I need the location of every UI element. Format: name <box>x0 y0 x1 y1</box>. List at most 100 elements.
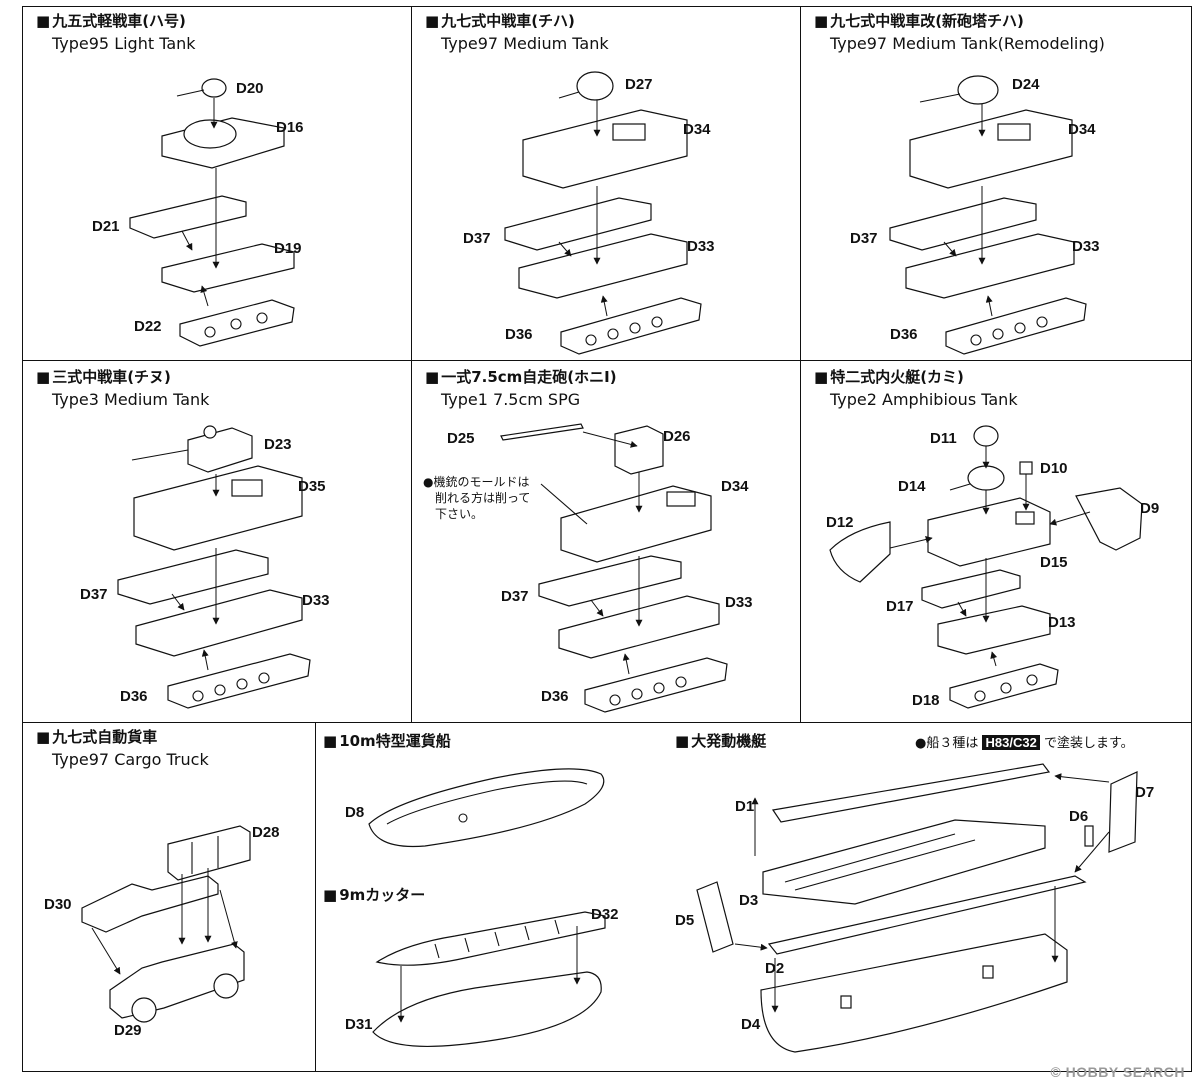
hull-lower-part <box>937 605 1051 655</box>
panel-title-jp: 九七式中戦車(チハ) <box>425 12 609 30</box>
panel-type97-medium-tank: 九七式中戦車(チハ) Type97 Medium Tank D27 D34 D3… <box>411 6 800 360</box>
deck-part <box>762 819 1046 905</box>
panel-type95-light-tank: 九五式軽戦車(ハ号) Type95 Light Tank D20 D16 D21… <box>22 6 411 360</box>
hull-upper-part <box>133 465 303 551</box>
gun-shield-part <box>614 425 664 475</box>
panel-title-jp: 三式中戦車(チヌ) <box>36 368 209 386</box>
track-part <box>949 663 1059 709</box>
part-label: D27 <box>625 76 653 93</box>
panel-type97-cargo-truck: 九七式自動貨車 Type97 Cargo Truck D28 D30 D29 <box>22 722 316 1072</box>
track-part <box>179 299 295 347</box>
part-label: D20 <box>236 80 264 97</box>
hull-upper-part <box>927 497 1051 567</box>
part-label: D21 <box>92 218 120 235</box>
track-part <box>167 653 311 709</box>
fender-part <box>504 197 652 251</box>
part-label: D36 <box>541 688 569 705</box>
part-label: D3 <box>739 892 759 909</box>
part-label: D16 <box>276 119 304 136</box>
bottom-frame-boats <box>315 722 1192 1072</box>
note-line: ●機銃のモールドは <box>423 475 530 489</box>
transom-part <box>696 881 734 953</box>
part-label: D37 <box>80 586 108 603</box>
paint-text: で塗装します。 <box>1043 736 1134 751</box>
part-label: D2 <box>765 960 785 977</box>
part-label: D30 <box>44 896 72 913</box>
panel-title-jp: 一式7.5cm自走砲(ホニI) <box>425 368 616 386</box>
panel-title-en: Type3 Medium Tank <box>52 390 210 409</box>
part-label: D34 <box>683 121 711 138</box>
part-label: D10 <box>1040 460 1068 477</box>
turret-part <box>131 425 253 473</box>
part-label: D1 <box>735 798 755 815</box>
part-label: D29 <box>114 1022 142 1039</box>
hull-upper-part <box>161 117 285 169</box>
chassis-part <box>81 875 219 933</box>
panel-title-jp: 特二式内火艇(カミ) <box>814 368 1018 386</box>
part-label: D23 <box>264 436 292 453</box>
fender-part <box>538 555 682 607</box>
panel-boats: 10m特型運貨船 9mカッター 大発動機艇 ●船３種は H83/C32 で塗装し… <box>315 722 1192 1072</box>
gun-barrel-part <box>500 423 584 441</box>
periscope-part <box>1019 461 1033 475</box>
section-title-daihatsu: 大発動機艇 <box>675 730 766 751</box>
part-label: D33 <box>725 594 753 611</box>
panel-type3-medium-tank: 三式中戦車(チヌ) Type3 Medium Tank D23 D35 D37 <box>22 362 411 722</box>
panel-title-en: Type95 Light Tank <box>52 34 196 53</box>
part-label: D12 <box>826 514 854 531</box>
part-label: D13 <box>1048 614 1076 631</box>
rear-float-part <box>1075 487 1143 551</box>
panel-title-en: Type97 Cargo Truck <box>52 750 209 769</box>
part-label: D25 <box>447 430 475 447</box>
type2-exploded-diagram <box>829 425 1143 709</box>
row-divider <box>22 360 1192 361</box>
part-label: D36 <box>890 326 918 343</box>
panel-title-en: Type97 Medium Tank(Remodeling) <box>830 34 1105 53</box>
hull-lower-part <box>518 233 688 299</box>
track-part <box>584 657 728 713</box>
bulwark-left-part <box>771 763 1051 823</box>
part-label: D34 <box>1068 121 1096 138</box>
part-label: D9 <box>1140 500 1160 517</box>
type1-spg-exploded-diagram <box>500 423 728 713</box>
part-label: D36 <box>505 326 533 343</box>
track-part <box>945 297 1087 355</box>
paint-text: ●船３種は <box>915 736 979 751</box>
part-label: D18 <box>912 692 940 709</box>
lower-hull-part <box>760 933 1068 1053</box>
type3-exploded-diagram <box>117 425 311 709</box>
panel-title-en: Type97 Medium Tank <box>441 34 609 53</box>
part-label: D8 <box>345 804 365 821</box>
part-label: D24 <box>1012 76 1040 93</box>
col-divider-1 <box>411 6 412 723</box>
part-label: D11 <box>930 430 957 447</box>
boats-exploded-diagram <box>368 763 1138 1053</box>
type97-exploded-diagram <box>504 71 702 355</box>
part-label: D4 <box>741 1016 761 1033</box>
fender-part <box>889 197 1037 251</box>
track-part <box>560 297 702 355</box>
part-label: D33 <box>302 592 330 609</box>
cutter-deck-part <box>375 911 606 966</box>
ramp-part <box>1108 771 1138 853</box>
paint-code-badge: H83/C32 <box>982 735 1040 750</box>
part-label: D34 <box>721 478 749 495</box>
machine-gun-note: ●機銃のモールドは 削れる方は削って 下さい。 <box>423 474 530 523</box>
type95-exploded-diagram <box>129 78 295 347</box>
watermark: © HOBBY SEARCH <box>1050 1064 1185 1080</box>
paint-instruction: ●船３種は H83/C32 で塗装します。 <box>915 732 1134 751</box>
part-label: D31 <box>345 1016 373 1033</box>
front-float-part <box>829 521 891 583</box>
hull-lower-part <box>905 233 1075 299</box>
part-label: D26 <box>663 428 691 445</box>
truck-exploded-diagram <box>81 825 251 1023</box>
bulwark-right-part <box>767 875 1087 955</box>
panel-type1-spg: 一式7.5cm自走砲(ホニI) Type1 7.5cm SPG <box>411 362 800 722</box>
part-label: D6 <box>1069 808 1089 825</box>
part-label: D35 <box>298 478 326 495</box>
fender-part <box>117 549 269 605</box>
panel-type97-remodeling: 九七式中戦車改(新砲塔チハ) Type97 Medium Tank(Remode… <box>800 6 1192 360</box>
col-divider-2 <box>800 6 801 723</box>
part-label: D15 <box>1040 554 1068 571</box>
section-title-9m-cutter: 9mカッター <box>323 884 425 905</box>
